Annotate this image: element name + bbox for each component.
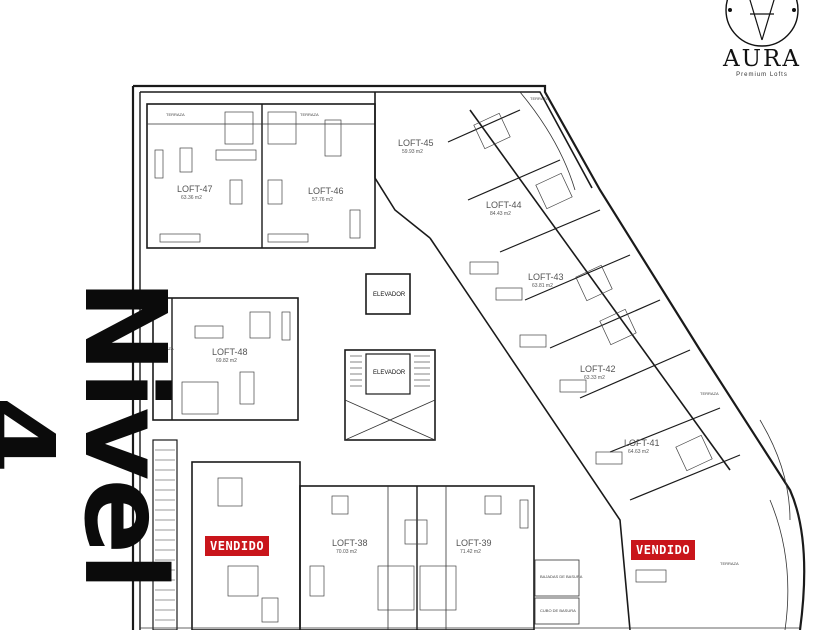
brand-name: AURA [723,46,801,72]
loft-45-area: 59.93 m2 [402,149,423,155]
loft-bottom-block: BAJADAS DE BASURA CUBO DE BASURA [191,461,583,630]
loft-47-name: LOFT-47 [177,184,213,194]
aura-logo [725,0,799,47]
loft-47-46-block: TERRAZA TERRAZA [146,103,376,249]
svg-text:TERRAZA: TERRAZA [166,112,185,117]
loft-39-name: LOFT-39 [456,538,492,548]
svg-text:TERRAZA: TERRAZA [300,112,319,117]
diagonal-wing: TERRAZA TERRAZA TERRAZA [374,92,741,630]
brand-tagline: Premium Lofts [736,72,788,78]
loft-41-area: 64.63 m2 [628,449,649,455]
elevator-label-1: ELEVADOR [373,292,406,298]
loft-43-area: 63.81 m2 [532,283,553,289]
svg-text:TERRAZA: TERRAZA [155,346,174,351]
loft-45-name: LOFT-45 [398,138,434,148]
loft-48-block: TERRAZA [152,297,299,421]
loft-42-name: LOFT-42 [580,364,616,374]
loft-38-area: 70.03 m2 [336,549,357,555]
loft-48-name: LOFT-48 [212,347,248,357]
loft-47-area: 63.36 m2 [181,195,202,201]
loft-labels: LOFT-47 63.36 m2 LOFT-46 57.76 m2 LOFT-4… [177,138,660,555]
building-outline [131,84,806,630]
loft-43-name: LOFT-43 [528,272,564,282]
svg-text:TERRAZA: TERRAZA [720,561,739,566]
svg-text:BAJADAS DE BASURA: BAJADAS DE BASURA [540,574,583,579]
svg-text:TERRAZA: TERRAZA [700,391,719,396]
sold-badge-left: VENDIDO [205,536,270,556]
loft-44-name: LOFT-44 [486,200,522,210]
sold-badge-right: VENDIDO [631,540,696,560]
level-title: Nivel 4 [0,279,189,589]
elevator-label-2: ELEVADOR [373,370,406,376]
loft-46-name: LOFT-46 [308,186,344,196]
loft-42-area: 63.33 m2 [584,375,605,381]
svg-text:TERRAZA: TERRAZA [530,96,549,101]
loft-39-area: 71.42 m2 [460,549,481,555]
elevator-core: ELEVADOR ELEVADOR [344,273,436,441]
svg-text:CUBO DE BASURA: CUBO DE BASURA [540,608,576,613]
loft-38-name: LOFT-38 [332,538,368,548]
left-stair [152,439,178,630]
loft-48-area: 69.82 m2 [216,358,237,364]
loft-44-area: 84.43 m2 [490,211,511,217]
loft-46-area: 57.76 m2 [312,197,333,203]
loft-41-name: LOFT-41 [624,438,660,448]
